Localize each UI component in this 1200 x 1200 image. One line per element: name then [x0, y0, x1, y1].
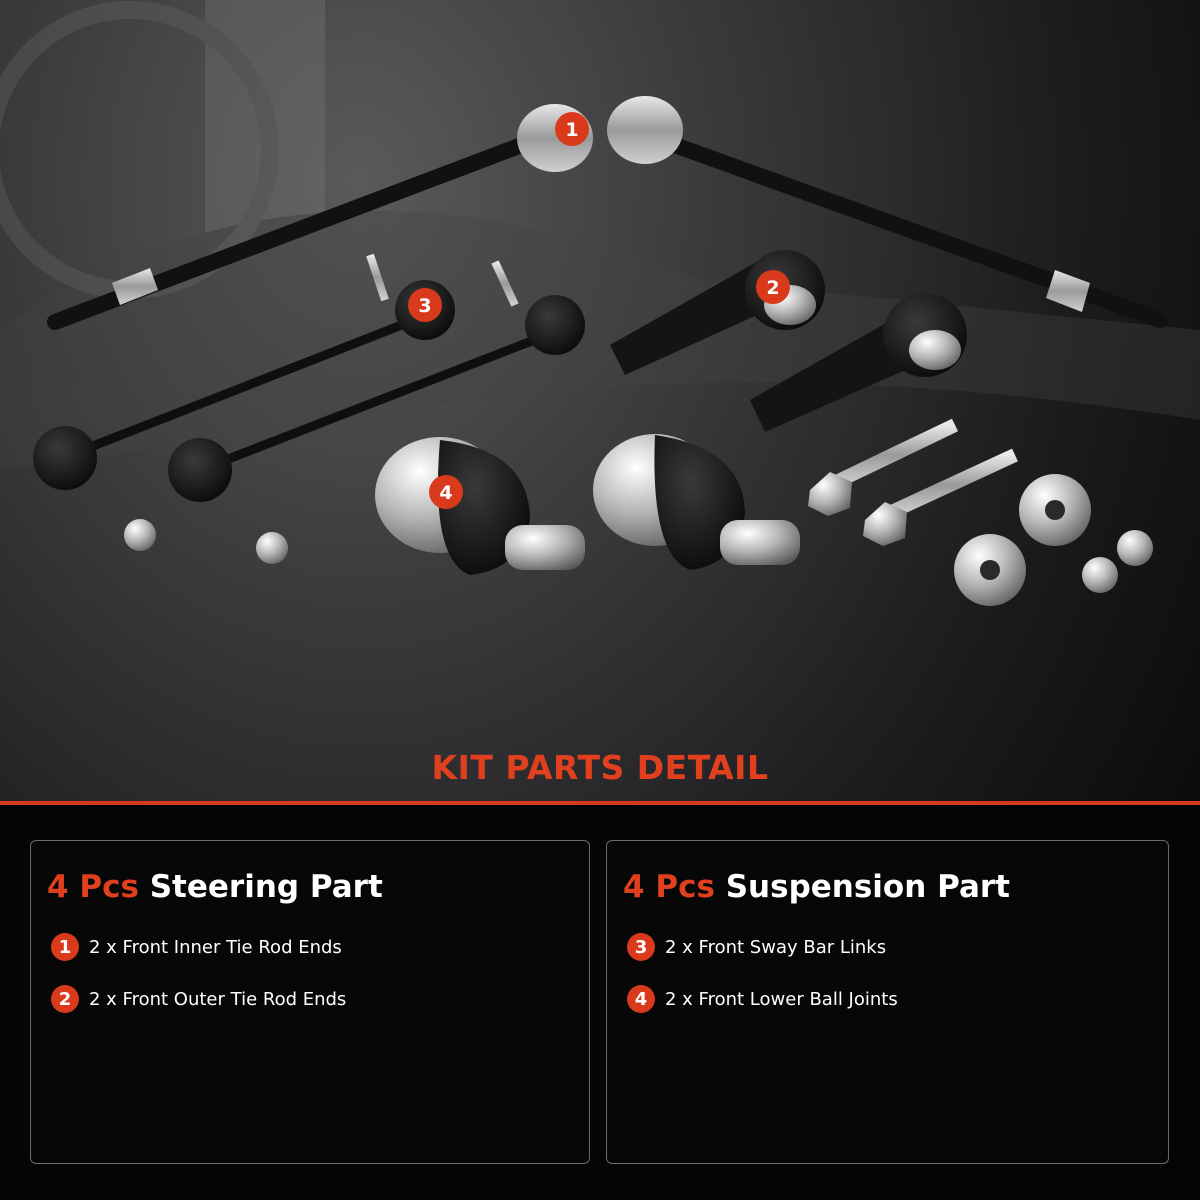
steering-qty: 4 Pcs [47, 869, 139, 905]
sway-bar-link-1 [33, 253, 455, 551]
steering-title: Steering Part [149, 869, 383, 905]
list-item: 1 2 x Front Inner Tie Rod Ends [51, 933, 342, 961]
parts-illustration: 1 2 3 4 [0, 0, 1200, 606]
background-suspension-shadow [0, 0, 1200, 471]
outer-tie-rod-2 [750, 293, 967, 432]
suspension-title: Suspension Part [725, 869, 1011, 905]
steering-heading: 4 Pcs Steering Part [47, 869, 383, 905]
hardware-washers-nuts [954, 474, 1153, 606]
hardware-bolts [808, 418, 1018, 546]
list-item: 4 2 x Front Lower Ball Joints [627, 985, 898, 1013]
list-item: 3 2 x Front Sway Bar Links [627, 933, 886, 961]
badge-1: 1 [555, 112, 589, 146]
svg-text:3: 3 [418, 295, 431, 317]
badge-4: 4 [429, 475, 463, 509]
inner-tie-rod-right [607, 96, 1168, 328]
ball-joint-2 [593, 434, 800, 570]
badge-2: 2 [756, 270, 790, 304]
steering-part-panel: 4 Pcs Steering Part 1 2 x Front Inner Ti… [30, 840, 590, 1164]
ball-joint-1 [375, 437, 585, 575]
section-title: KIT PARTS DETAIL [431, 748, 769, 787]
suspension-qty: 4 Pcs [623, 869, 715, 905]
badge-3: 3 [408, 288, 442, 322]
number-badge: 4 [627, 985, 655, 1013]
list-item-text: 2 x Front Sway Bar Links [665, 936, 887, 958]
suspension-part-panel: 4 Pcs Suspension Part 3 2 x Front Sway B… [606, 840, 1169, 1164]
suspension-heading: 4 Pcs Suspension Part [623, 869, 1010, 905]
svg-text:2: 2 [766, 277, 779, 299]
number-badge: 3 [627, 933, 655, 961]
number-badge: 2 [51, 985, 79, 1013]
product-photo: 1 2 3 4 [0, 0, 1200, 606]
svg-text:1: 1 [565, 119, 578, 141]
sway-bar-link-2 [168, 260, 585, 564]
divider-line [0, 801, 1200, 805]
list-item-text: 2 x Front Outer Tie Rod Ends [89, 988, 347, 1010]
list-item-text: 2 x Front Inner Tie Rod Ends [89, 936, 342, 958]
list-item: 2 2 x Front Outer Tie Rod Ends [51, 985, 346, 1013]
number-badge: 1 [51, 933, 79, 961]
list-item-text: 2 x Front Lower Ball Joints [665, 988, 898, 1010]
svg-text:4: 4 [439, 482, 452, 504]
